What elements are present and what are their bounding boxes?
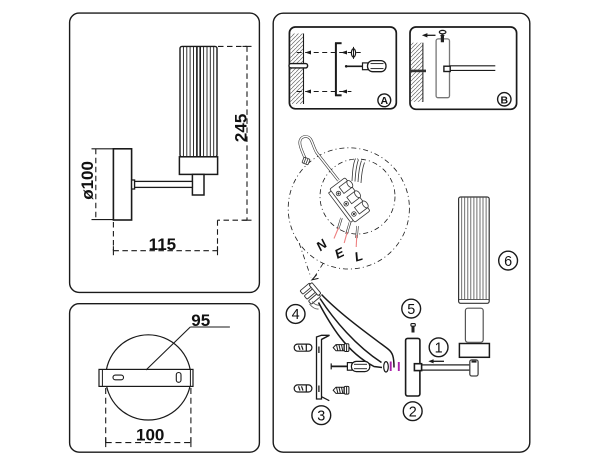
svg-text:E: E	[332, 244, 347, 261]
svg-text:4: 4	[292, 307, 300, 323]
svg-text:2: 2	[409, 404, 417, 420]
svg-text:5: 5	[407, 302, 415, 318]
svg-text:1: 1	[435, 341, 443, 357]
svg-text:100: 100	[136, 426, 164, 445]
svg-text:N: N	[313, 236, 330, 254]
svg-text:L: L	[353, 248, 365, 265]
svg-text:A: A	[381, 95, 389, 107]
svg-text:B: B	[501, 94, 509, 106]
svg-text:ø100: ø100	[78, 161, 97, 200]
svg-text:95: 95	[191, 311, 210, 330]
svg-text:3: 3	[317, 408, 325, 424]
svg-text:115: 115	[149, 235, 176, 254]
svg-text:6: 6	[504, 254, 512, 270]
svg-text:245: 245	[232, 114, 251, 142]
